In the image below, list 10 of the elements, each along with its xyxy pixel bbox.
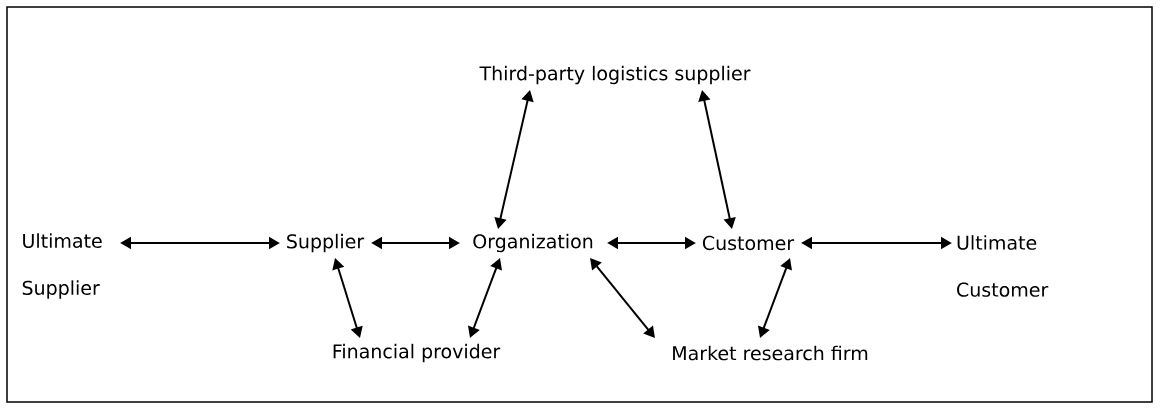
node-label: Financial provider	[333, 343, 501, 363]
node-label: Supplier	[287, 233, 365, 253]
node-label: Third-party logistics supplier	[479, 65, 751, 85]
node-label: Ultimate Customer	[957, 235, 1049, 297]
double-arrow	[758, 258, 792, 338]
node-label: Customer	[702, 235, 795, 251]
double-arrow	[590, 258, 655, 338]
node-label: Ultimate Supplier	[22, 233, 102, 299]
node-label: Organization	[473, 233, 593, 253]
node-label: Market research firm	[673, 345, 868, 361]
